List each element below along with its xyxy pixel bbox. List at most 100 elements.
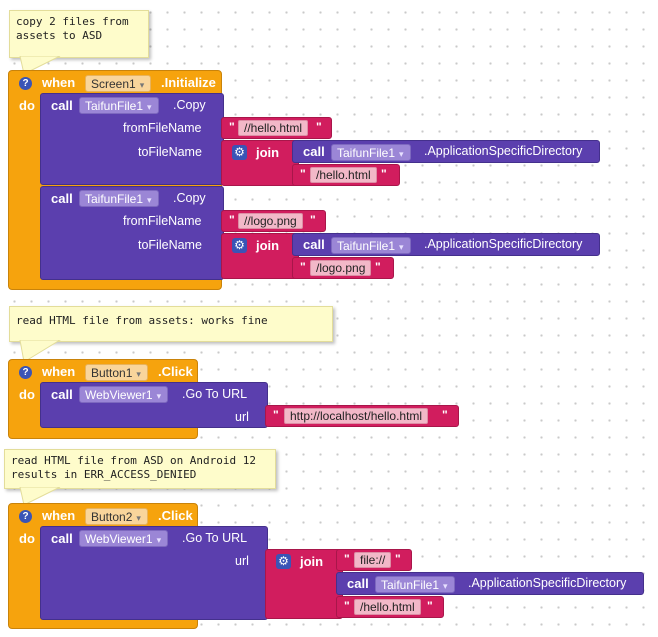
component-name: Button1 <box>91 366 133 380</box>
join-keyword: join <box>300 554 324 569</box>
text-block-from[interactable]: " //hello.html " <box>221 117 332 139</box>
param-label-from: fromFileName <box>123 121 202 135</box>
help-icon[interactable]: ? <box>19 77 32 90</box>
comment-pointer <box>19 487 61 506</box>
comment-pointer <box>19 340 61 363</box>
help-icon[interactable]: ? <box>19 366 32 379</box>
comment-line: results in ERR_ACCESS_DENIED <box>11 468 197 481</box>
comment-read-from-assets[interactable]: read HTML file from assets: works fine <box>9 306 333 342</box>
comment-line: read HTML file from assets: works fine <box>16 314 268 327</box>
quote-left: " <box>300 260 306 274</box>
param-label-to: toFileName <box>138 145 202 159</box>
method-name: .Go To URL <box>182 531 248 545</box>
component-dropdown[interactable]: Button1▾ <box>85 364 148 381</box>
quote-left: " <box>344 599 350 613</box>
call-keyword: call <box>51 98 73 113</box>
join-block[interactable]: ⚙ join <box>221 233 299 279</box>
dropdown-caret-icon: ▾ <box>147 195 152 205</box>
gear-icon[interactable]: ⚙ <box>232 145 247 160</box>
quote-left: " <box>344 552 350 566</box>
call-keyword: call <box>51 191 73 206</box>
join-keyword: join <box>256 145 280 160</box>
dropdown-caret-icon: ▾ <box>399 242 404 252</box>
join-block[interactable]: ⚙ join <box>221 140 299 186</box>
component-name: TaifunFile1 <box>85 192 144 206</box>
component-dropdown[interactable]: TaifunFile1▾ <box>79 190 159 207</box>
quote-right: " <box>375 260 381 274</box>
component-name: TaifunFile1 <box>337 239 396 253</box>
call-taifunfile-copy-1[interactable]: call TaifunFile1▾ .Copy fromFileName toF… <box>40 93 224 185</box>
comment-line: read HTML file from ASD on Android 12 <box>11 454 257 467</box>
comment-read-from-asd[interactable]: read HTML file from ASD on Android 12 re… <box>4 449 276 489</box>
quote-right: " <box>316 120 322 134</box>
call-application-specific-directory[interactable]: call TaifunFile1▾ .ApplicationSpecificDi… <box>336 572 644 595</box>
quote-left: " <box>229 120 235 134</box>
comment-line: copy 2 files from <box>16 15 129 28</box>
method-name: .Copy <box>173 191 206 205</box>
comment-copy-files[interactable]: copy 2 files from assets to ASD <box>9 10 149 58</box>
dropdown-caret-icon: ▾ <box>147 102 152 112</box>
component-dropdown[interactable]: WebViewer1▾ <box>79 386 169 403</box>
component-name: WebViewer1 <box>85 532 153 546</box>
component-dropdown[interactable]: Button2▾ <box>85 508 148 525</box>
call-application-specific-directory[interactable]: call TaifunFile1▾ .ApplicationSpecificDi… <box>292 233 600 256</box>
do-keyword: do <box>19 98 35 113</box>
quote-right: " <box>395 552 401 566</box>
method-name: .ApplicationSpecificDirectory <box>424 237 583 251</box>
component-dropdown[interactable]: TaifunFile1▾ <box>331 144 411 161</box>
call-taifunfile-copy-2[interactable]: call TaifunFile1▾ .Copy fromFileName toF… <box>40 186 224 280</box>
text-block-url[interactable]: " http://localhost/hello.html " <box>265 405 459 427</box>
component-dropdown[interactable]: WebViewer1▾ <box>79 530 169 547</box>
quote-right: " <box>381 167 387 181</box>
dropdown-caret-icon: ▾ <box>443 581 448 591</box>
text-block-join[interactable]: " /hello.html " <box>336 596 444 618</box>
quote-left: " <box>273 408 279 422</box>
component-name: TaifunFile1 <box>381 578 440 592</box>
param-label-url: url <box>235 410 249 424</box>
component-name: WebViewer1 <box>85 388 153 402</box>
text-value[interactable]: //logo.png <box>238 213 303 229</box>
call-keyword: call <box>303 144 325 159</box>
text-value[interactable]: http://localhost/hello.html <box>284 408 429 424</box>
when-keyword: when <box>42 75 76 90</box>
text-value[interactable]: //hello.html <box>238 120 309 136</box>
call-application-specific-directory[interactable]: call TaifunFile1▾ .ApplicationSpecificDi… <box>292 140 600 163</box>
text-value[interactable]: /hello.html <box>310 167 377 183</box>
quote-right: " <box>442 408 448 422</box>
help-icon[interactable]: ? <box>19 510 32 523</box>
text-value[interactable]: /logo.png <box>310 260 372 276</box>
dropdown-caret-icon: ▾ <box>136 513 141 523</box>
when-keyword: when <box>42 508 76 523</box>
join-block[interactable]: ⚙ join <box>265 549 343 619</box>
call-keyword: call <box>303 237 325 252</box>
gear-icon[interactable]: ⚙ <box>276 554 291 569</box>
component-dropdown[interactable]: TaifunFile1▾ <box>331 237 411 254</box>
component-name: TaifunFile1 <box>85 99 144 113</box>
method-name: .ApplicationSpecificDirectory <box>424 144 583 158</box>
text-value[interactable]: /hello.html <box>354 599 421 615</box>
dropdown-caret-icon: ▾ <box>156 535 162 545</box>
gear-icon[interactable]: ⚙ <box>232 238 247 253</box>
do-keyword: do <box>19 387 35 402</box>
quote-right: " <box>310 213 316 227</box>
component-dropdown[interactable]: Screen1▾ <box>85 75 152 92</box>
dropdown-caret-icon: ▾ <box>139 80 145 90</box>
text-value[interactable]: file:// <box>354 552 392 568</box>
call-webviewer-go-to-url[interactable]: call WebViewer1▾ .Go To URL url <box>40 382 268 428</box>
component-dropdown[interactable]: TaifunFile1▾ <box>79 97 159 114</box>
call-keyword: call <box>51 387 73 402</box>
do-keyword: do <box>19 531 35 546</box>
component-dropdown[interactable]: TaifunFile1▾ <box>375 576 455 593</box>
param-label-url: url <box>235 554 249 568</box>
call-webviewer-go-to-url[interactable]: call WebViewer1▾ .Go To URL url <box>40 526 268 620</box>
quote-left: " <box>300 167 306 181</box>
text-block-from[interactable]: " //logo.png " <box>221 210 326 232</box>
text-block-join[interactable]: " /logo.png " <box>292 257 394 279</box>
comment-pointer <box>19 56 61 75</box>
method-name: .Copy <box>173 98 206 112</box>
component-name: TaifunFile1 <box>337 146 396 160</box>
method-name: .Go To URL <box>182 387 248 401</box>
event-name: .Click <box>158 508 193 523</box>
text-block-join[interactable]: " file:// " <box>336 549 412 571</box>
text-block-join[interactable]: " /hello.html " <box>292 164 400 186</box>
